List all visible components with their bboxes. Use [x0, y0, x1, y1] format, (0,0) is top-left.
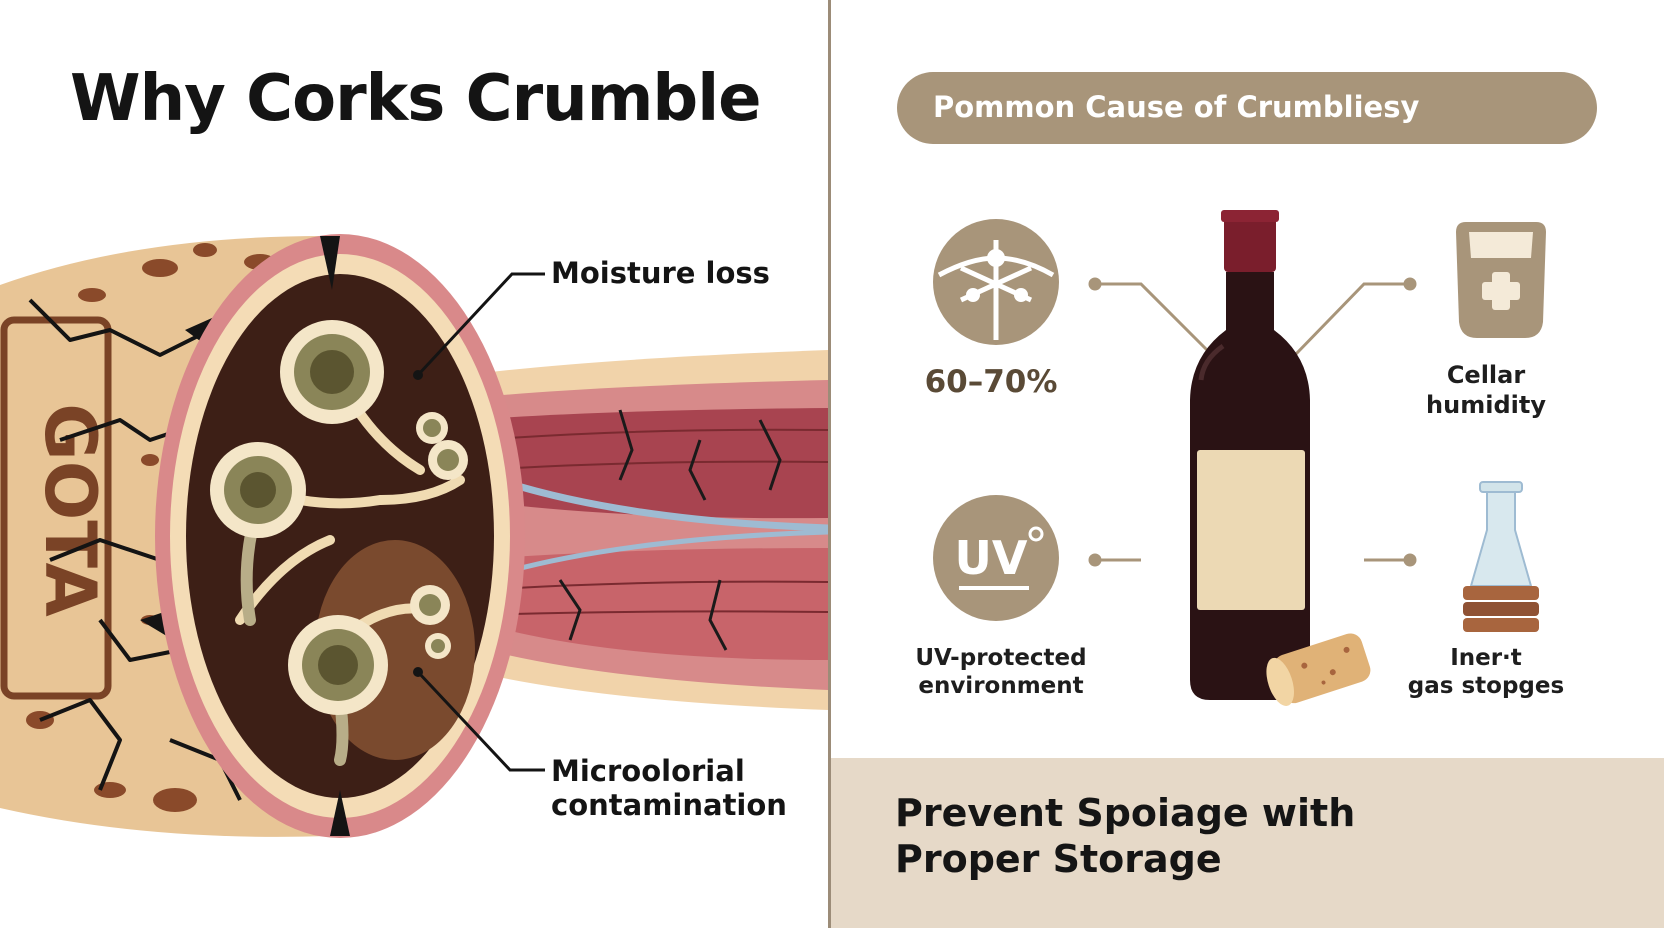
micro-label-line2: contamination [551, 788, 787, 822]
svg-text:UV: UV [955, 531, 1028, 585]
uv-protected-label: UV-protected environment [891, 644, 1111, 700]
cork-diagram-panel: Why Corks Crumble GOTA [0, 0, 828, 928]
inert-label-line1: Iner·t [1450, 645, 1522, 671]
cork-cross-section-illustration: GOTA [0, 234, 828, 838]
footer-heading: Prevent Spoiage with Proper Storage [895, 790, 1355, 882]
uv-shield-icon: UV [933, 495, 1059, 621]
micro-label-line1: Microolorial [551, 754, 745, 788]
cellar-humidity-label: Cellar humidity [1401, 360, 1571, 420]
humidity-label-line1: Cellar [1446, 361, 1526, 389]
cork-stamp-frame [0, 316, 112, 700]
footer-line2: Proper Storage [895, 837, 1222, 881]
storage-tips-panel: Pommon Cause of Crumbliesy UV [831, 0, 1664, 928]
neck-cracks [558, 409, 782, 651]
footer-line1: Prevent Spoiage with [895, 791, 1356, 835]
loose-cork-icon [1266, 633, 1371, 706]
main-title: Why Corks Crumble [70, 62, 762, 136]
mold-colonies [210, 320, 468, 715]
storage-icons-illustration: UV [933, 210, 1546, 706]
cork-stamp-text: GOTA [29, 403, 111, 616]
humidity-label-line2: humidity [1426, 391, 1546, 419]
connector-lines [1088, 277, 1417, 567]
wine-glass-icon [1456, 222, 1546, 338]
microbial-contamination-label: Microolorial contamination [551, 754, 787, 822]
inert-gas-label: Iner·t gas stopges [1396, 644, 1576, 700]
wine-bottle [1190, 210, 1310, 700]
inert-gas-flask-icon [1463, 481, 1539, 632]
humidity-percent: 60–70% [924, 364, 1058, 400]
storage-footer-banner: Prevent Spoiage with Proper Storage [831, 758, 1664, 928]
panel-divider [828, 0, 831, 928]
causes-header-text: Pommon Cause of Crumbliesy [933, 90, 1420, 124]
callout-leaders [416, 272, 545, 772]
humidity-molecule-icon [933, 219, 1059, 345]
causes-header-pill: Pommon Cause of Crumbliesy [897, 72, 1597, 144]
uv-label-line1: UV-protected [915, 645, 1087, 671]
uv-label-line2: environment [918, 673, 1084, 699]
bottle-neck-lower-tissue [470, 548, 828, 660]
moisture-loss-label: Moisture loss [551, 256, 770, 290]
inert-label-line2: gas stopges [1407, 673, 1565, 699]
